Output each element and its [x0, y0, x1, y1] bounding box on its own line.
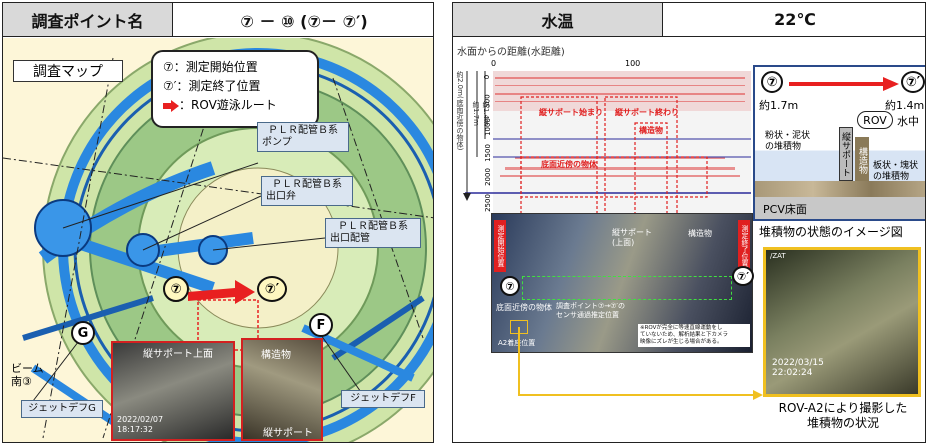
sonar-depth-2: 約1.4m	[482, 101, 490, 126]
sonar-note-structure: 構造物	[639, 126, 663, 135]
sonar-axis-top-0: 0	[491, 59, 497, 68]
legend-route: ：ROV遊泳ルート	[179, 98, 277, 112]
image-label-a2: A2着座位置	[498, 339, 536, 347]
marker-g: G	[71, 321, 95, 345]
sonar-note-support-end: 縦サポート終わり	[615, 108, 679, 117]
photo-caption: ROV-A2により撮影した 堆積物の状況	[778, 401, 908, 430]
callout-jet-deflector-g: ジェットデフG	[21, 400, 103, 418]
image-marker-start: ⑦	[500, 276, 520, 296]
image-note: ※ROVが完全に等速直線運動をし ていないため、解析結果と下カメラ 映像にズレが…	[638, 324, 750, 347]
water-temp-value: 22℃	[774, 10, 816, 29]
photo-corner: /ZAT	[770, 252, 786, 260]
beam-label: ビーム 南③	[11, 362, 44, 388]
red-arrow-icon	[163, 99, 179, 112]
photo-vertical-support-top: 縦サポート上面 2022/02/07 18:17:32	[111, 341, 235, 441]
left-header: 調査ポイント名 ⑦ － ⑩ (⑦－ ⑦′)	[3, 3, 433, 37]
sonar-image: 0 100 0 500 1000 1500 2000 2500 約1.7m 約1…	[455, 57, 753, 217]
image-label-structure: 構造物	[688, 229, 712, 238]
map-legend: ⑦：測定開始位置 ⑦′：測定終了位置 ：ROV遊泳ルート	[151, 50, 319, 128]
legend-end: ⑦′：測定終了位置	[163, 79, 261, 93]
image-label-bottom-object: 底面近傍の物体	[496, 303, 552, 312]
illus-depth-start: 約1.7m	[759, 99, 799, 112]
photo-structure: 構造物 縦サポート	[241, 338, 323, 441]
illus-floor: PCV床面	[755, 197, 925, 219]
callout-plr-valve: ＰＬＲ配管Ｂ系 出口弁	[261, 176, 353, 206]
photo1-label: 縦サポート上面	[143, 349, 213, 360]
sonar-note-bottom-object: 底面近傍の物体	[541, 160, 597, 169]
illus-sediment-layer	[755, 181, 925, 197]
marker-start: ⑦	[163, 276, 189, 302]
side-label-end: 測定終了位置	[738, 220, 750, 272]
sonar-axis-left-0: 0	[483, 74, 492, 80]
a2-seat-box	[510, 320, 528, 334]
sonar-axis-left-2500: 2500	[483, 194, 492, 212]
legend-start: ⑦：測定開始位置	[163, 60, 258, 74]
rov-a2-photo: /ZAT 2022/03/15 22:02:24	[763, 247, 921, 397]
illus-sediment-right: 板状・塊状 の堆積物	[873, 161, 919, 182]
sonar-note-support-start: 縦サポート始まり	[539, 108, 603, 117]
investigation-point-value: ⑦ － ⑩ (⑦－ ⑦′)	[240, 11, 368, 31]
left-panel: 調査ポイント名 ⑦ － ⑩ (⑦－ ⑦′)	[2, 2, 434, 443]
illus-start: ⑦	[761, 71, 783, 93]
sonar-axis-left-2000: 2000	[483, 168, 492, 186]
callout-plr-pump: ＰＬＲ配管Ｂ系 ポンプ	[257, 122, 349, 152]
marker-end: ⑦′	[257, 276, 287, 302]
illus-structure: 構造物	[855, 137, 869, 183]
illus-sediment-left: 粉状・泥状 の堆積物	[765, 131, 811, 152]
photo2-label-top: 構造物	[261, 350, 291, 361]
photo2-label-bottom: 縦サポート	[263, 428, 313, 439]
illus-end: ⑦′	[901, 71, 925, 93]
bottom-camera-image: 測定開始位置 測定終了位置 縦サポート (上面) 構造物 ⑦ ⑦′ 底面近傍の物…	[491, 213, 754, 353]
illus-arrow-icon	[789, 77, 899, 91]
image-marker-end: ⑦′	[732, 266, 754, 286]
illus-support: 縦サポート	[839, 127, 853, 181]
illus-water: 水中	[897, 115, 919, 128]
investigation-point-label: 調査ポイント名	[3, 3, 173, 36]
image-label-sensor: 調査ポイント⑦→⑦′の センサ通過推定位置	[556, 302, 626, 319]
sonar-vertical-label: 約2.0m(底面近傍の物体)	[456, 71, 464, 151]
sonar-title: 水面からの距離(水距離)	[457, 47, 565, 58]
investigation-map: 調査マップ ⑦：測定開始位置 ⑦′：測定終了位置 ：ROV遊泳ルート ＰＬＲ配管…	[3, 38, 433, 442]
water-temp-label: 水温	[453, 3, 663, 36]
sediment-illustration: ⑦ ⑦′ 約1.7m 約1.4m ROV 水中 粉状・泥状 の堆積物 縦サポート…	[753, 65, 925, 221]
sonar-plot	[463, 71, 751, 217]
right-panel: 水温 22℃ 水面からの距離(水距離) 0 100	[452, 2, 926, 443]
image-label-support: 縦サポート (上面)	[612, 228, 652, 247]
sonar-depth-1: 約1.7m	[472, 101, 480, 126]
callout-jet-deflector-f: ジェットデフF	[341, 390, 425, 408]
green-sensor-path	[522, 276, 732, 300]
illustration-caption: 堆積物の状態のイメージ図	[759, 225, 903, 239]
marker-f: F	[309, 313, 333, 337]
callout-plr-pipe: ＰＬＲ配管Ｂ系 出口配管	[325, 218, 421, 248]
photo1-timestamp: 2022/02/07 18:17:32	[117, 415, 164, 434]
side-label-start: 測定開始位置	[494, 220, 506, 272]
right-header: 水温 22℃	[453, 3, 925, 37]
illus-depth-end: 約1.4m	[885, 99, 925, 112]
sonar-axis-top-100: 100	[625, 59, 641, 68]
illus-rov: ROV	[857, 111, 893, 129]
map-title: 調査マップ	[13, 60, 123, 82]
sonar-axis-left-1500: 1500	[483, 144, 492, 162]
photo-timestamp: 2022/03/15 22:02:24	[772, 358, 824, 378]
